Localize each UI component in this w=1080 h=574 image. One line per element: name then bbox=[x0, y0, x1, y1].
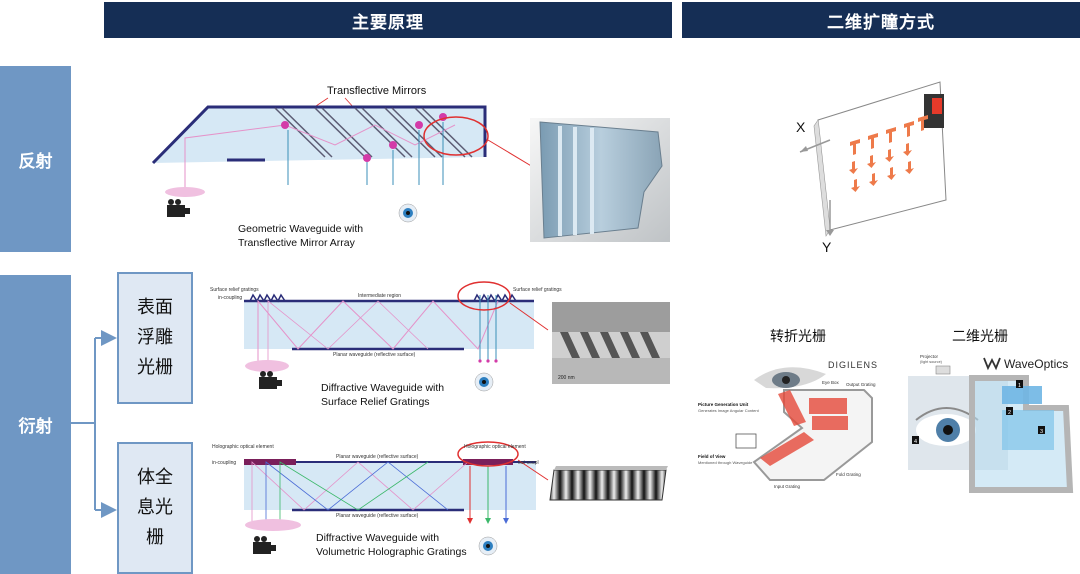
fov-title: Field of View bbox=[698, 454, 726, 459]
sr-left-label: Surface relief gratings bbox=[210, 287, 259, 293]
reflective-waveguide-diagram: Transflective Mirrors Geometric Waveguid… bbox=[151, 85, 539, 249]
subtype-holographic: 体全息光栅 bbox=[117, 442, 193, 574]
pgu-sub: Generates Image Angular Content bbox=[698, 408, 760, 413]
holo-right-label: Holographic optical element bbox=[464, 444, 526, 450]
waveoptics-logo-icon bbox=[983, 357, 1001, 371]
badge-1: 1 bbox=[1018, 383, 1021, 389]
transflective-mirrors-label: Transflective Mirrors bbox=[327, 85, 427, 97]
digilens-brand: DIGILENS bbox=[828, 360, 878, 370]
eye-icon bbox=[398, 203, 418, 223]
sr-caption-1: Diffractive Waveguide with bbox=[321, 382, 444, 394]
holographic-diagram: Holographic optical element in-coupling … bbox=[212, 441, 549, 558]
holo-top-label: Planar waveguide (reflective surface) bbox=[336, 454, 419, 460]
sr-bottom-label: Planar waveguide (reflective surface) bbox=[333, 352, 416, 358]
fold-grating: Fold Grating bbox=[836, 472, 861, 477]
holo-bottom-label: Planar waveguide (reflective surface) bbox=[336, 513, 419, 519]
holo-out-coupling: out-coupl bbox=[518, 460, 539, 466]
projector-icon bbox=[167, 199, 190, 217]
branch-connector bbox=[71, 330, 121, 520]
sr-coupling-label: in-coupling bbox=[218, 295, 242, 301]
axis-x-label: X bbox=[796, 119, 806, 135]
reflective-2d-expansion: X Y bbox=[796, 81, 947, 255]
digilens-eye-box: Eye Box bbox=[822, 380, 840, 385]
expansion-header: 二维扩瞳方式 bbox=[682, 2, 1080, 38]
mirror-array-photo bbox=[530, 118, 670, 242]
badge-4: 4 bbox=[914, 439, 917, 445]
surface-relief-diagram: Surface relief gratings in-coupling Surf… bbox=[210, 281, 562, 408]
sr-right-label: Surface relief gratings bbox=[513, 287, 562, 293]
holo-left-label: Holographic optical element bbox=[212, 444, 274, 450]
holo-in-coupling: in-coupling bbox=[212, 460, 236, 466]
eye-icon bbox=[478, 536, 498, 556]
subtype-surface-label: 表面浮雕光栅 bbox=[137, 297, 173, 378]
twod-grating-label: 二维光栅 bbox=[952, 329, 1008, 345]
holo-caption-1: Diffractive Waveguide with bbox=[316, 532, 439, 544]
waveoptics-figure: WaveOptics Projector (light source) 1 2 … bbox=[908, 354, 1074, 493]
digilens-output-grating: Output Grating bbox=[846, 382, 876, 387]
input-grating: Input Grating bbox=[774, 484, 801, 489]
subtype-holographic-label: 体全息光栅 bbox=[137, 467, 173, 548]
sem-scale-label: 200 nm bbox=[558, 375, 575, 381]
row-label-reflection: 反射 bbox=[0, 66, 71, 252]
sem-grating-photo: 200 nm bbox=[552, 302, 670, 384]
eye-icon bbox=[474, 372, 494, 392]
sr-mid-label: Intermediate region bbox=[358, 293, 401, 299]
holo-caption-2: Volumetric Holographic Gratings bbox=[316, 546, 467, 558]
subtype-surface-relief: 表面浮雕光栅 bbox=[117, 272, 193, 404]
reflective-caption-2: Transflective Mirror Array bbox=[238, 237, 356, 249]
projector-icon bbox=[259, 371, 282, 389]
waveguide-slab bbox=[153, 107, 485, 163]
principle-header: 主要原理 bbox=[104, 2, 672, 38]
sr-caption-2: Surface Relief Gratings bbox=[321, 396, 430, 408]
badge-2: 2 bbox=[1008, 410, 1011, 416]
projector-label: Projector bbox=[920, 354, 939, 359]
projector-sub-label: (light source) bbox=[920, 360, 943, 364]
reflective-caption-1: Geometric Waveguide with bbox=[238, 223, 363, 235]
projector-icon bbox=[935, 365, 951, 375]
holographic-grating-photo bbox=[549, 466, 668, 501]
projector-icon bbox=[253, 536, 276, 554]
badge-3: 3 bbox=[1040, 429, 1043, 435]
axis-y-label: Y bbox=[822, 239, 832, 255]
row-label-diffraction: 衍射 bbox=[0, 275, 71, 574]
digilens-figure: DIGILENS Eye Box Output Grating Picture … bbox=[694, 350, 894, 500]
turn-grating-label: 转折光栅 bbox=[770, 329, 826, 345]
waveoptics-brand: WaveOptics bbox=[1004, 357, 1068, 371]
fov-sub: Mentioned through Waveguide bbox=[698, 460, 753, 465]
pgu-title: Picture Generation Unit bbox=[698, 402, 749, 407]
